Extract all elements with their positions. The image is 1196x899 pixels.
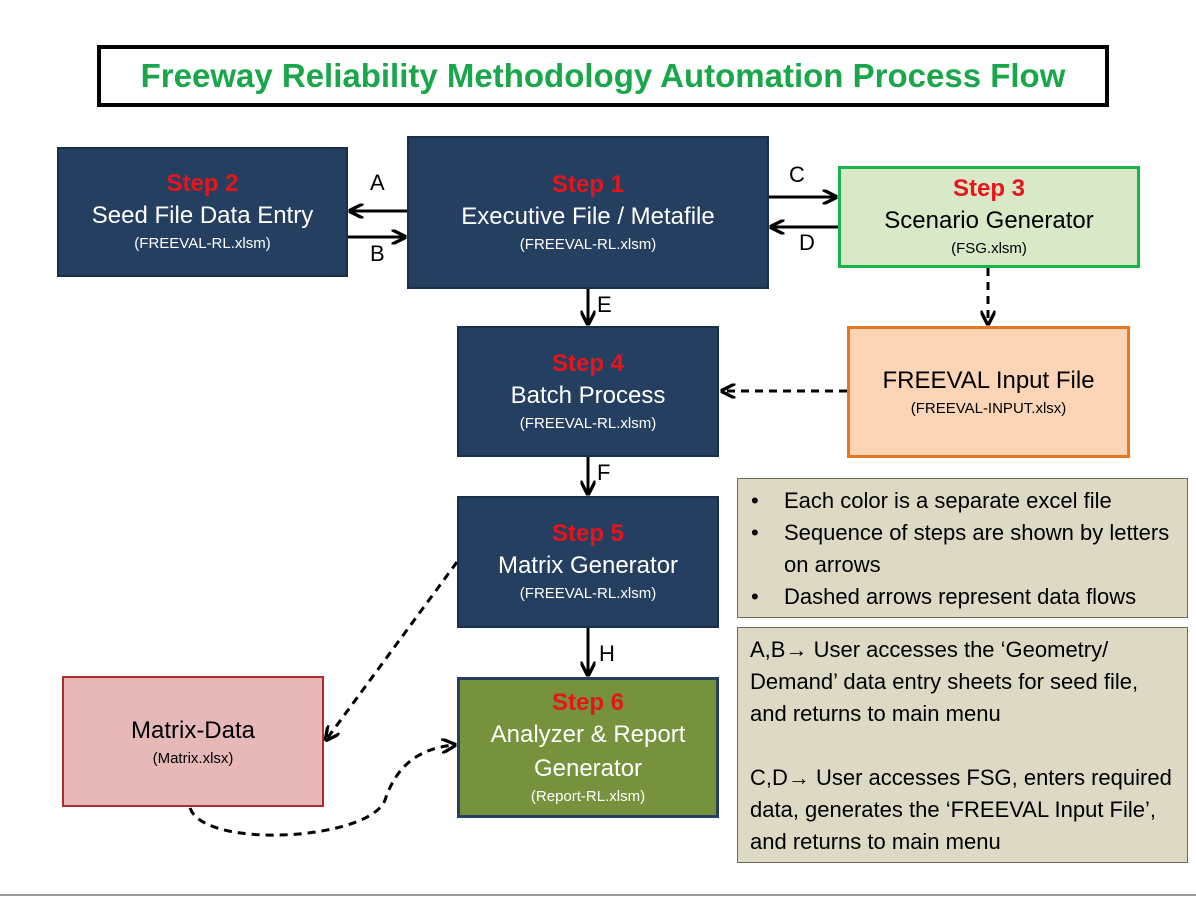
step3-label: Step 3 [952,175,1026,202]
dashed-arrow-matrix-gen-to-data [326,561,459,740]
step3-name: Scenario Generator [884,207,1094,234]
arrow-label-h: H [599,641,615,666]
freeval-input-name: FREEVAL Input File [882,367,1095,394]
bottom-divider [0,894,1196,896]
arrow-label-b: B [370,241,385,266]
bullet-icon: • [751,520,759,545]
step6-file: (Report-RL.xlsm) [530,787,646,805]
freeval-input-box: FREEVAL Input File (FREEVAL-INPUT.xlsx) [847,326,1130,458]
bullet-icon: • [751,584,759,609]
step2-box: Step 2 Seed File Data Entry (FREEVAL-RL.… [57,147,348,277]
dashed-arrow-data-to-analyzer [188,745,455,837]
step6-label: Step 6 [551,688,625,716]
legend-notes-box: •Each color is a separate excel file •Se… [737,478,1188,618]
legend-note: •Sequence of steps are shown by letters … [738,517,1181,581]
ab-note: A,B→ User accesses the ‘Geometry/ Demand… [750,637,1139,726]
legend-notes-list: •Each color is a separate excel file •Se… [738,485,1181,613]
step5-box: Step 5 Matrix Generator (FREEVAL-RL.xlsm… [457,496,719,628]
step2-name: Seed File Data Entry [91,202,314,229]
step5-name: Matrix Generator [497,552,679,579]
step1-name: Executive File / Metafile [461,202,715,230]
arrow-label-a: A [370,170,385,195]
cd-note: C,D→ User accesses FSG, enters required … [750,765,1172,854]
step4-file: (FREEVAL-RL.xlsm) [519,414,657,432]
sequence-notes-box: A,B→ User accesses the ‘Geometry/ Demand… [737,627,1188,863]
arrow-label-c: C [789,162,805,187]
matrix-data-file: (Matrix.xlsx) [152,749,234,767]
arrow-label-d: D [799,230,815,255]
arrow-label-e: E [597,292,612,317]
matrix-data-name: Matrix-Data [130,716,256,744]
step1-box: Step 1 Executive File / Metafile (FREEVA… [407,136,769,289]
step1-label: Step 1 [551,170,625,198]
step1-file: (FREEVAL-RL.xlsm) [519,235,657,253]
legend-note: •Dashed arrows represent data flows [738,581,1181,613]
step6-name-line2: Generator [533,754,643,782]
step4-label: Step 4 [551,349,625,377]
step2-label: Step 2 [166,170,239,197]
step6-box: Step 6 Analyzer & Report Generator (Repo… [457,677,719,818]
legend-note: •Each color is a separate excel file [738,485,1181,517]
step5-file: (FREEVAL-RL.xlsm) [519,585,657,602]
step4-box: Step 4 Batch Process (FREEVAL-RL.xlsm) [457,326,719,457]
step5-label: Step 5 [551,520,625,547]
freeval-input-file: (FREEVAL-INPUT.xlsx) [910,400,1067,417]
title-box: Freeway Reliability Methodology Automati… [97,45,1109,107]
matrix-data-box: Matrix-Data (Matrix.xlsx) [62,676,324,807]
bullet-icon: • [751,488,759,513]
step3-file: (FSG.xlsm) [951,240,1027,257]
step2-file: (FREEVAL-RL.xlsm) [134,235,271,252]
step3-box: Step 3 Scenario Generator (FSG.xlsm) [838,166,1140,268]
page-title: Freeway Reliability Methodology Automati… [140,57,1066,94]
arrow-label-f: F [597,460,611,485]
step4-name: Batch Process [510,381,666,409]
step6-name-line1: Analyzer & Report [490,720,686,748]
